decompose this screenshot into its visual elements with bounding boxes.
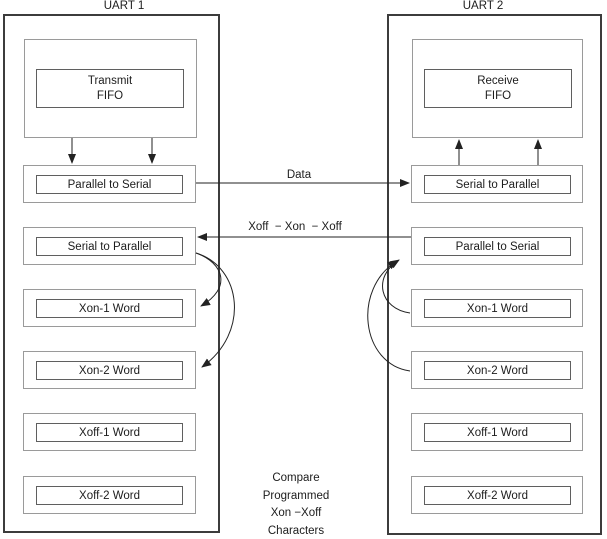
uart1-parallel-to-serial-label: Parallel to Serial — [67, 178, 152, 191]
uart2-xoff1-word-box: Xoff-1 Word — [424, 423, 571, 442]
uart2-xon2-word-box: Xon-2 Word — [424, 361, 571, 380]
uart2-fifo-label-line1: Receive — [477, 74, 519, 87]
uart1-title: UART 1 — [103, 0, 145, 12]
uart2-xon1-word-block: Xon-1 Word — [411, 289, 583, 327]
data-line-label: Data — [286, 169, 312, 181]
uart1-xoff2-word-label: Xoff-2 Word — [79, 489, 140, 502]
uart1-xoff1-word-box: Xoff-1 Word — [36, 423, 183, 442]
uart2-serial-to-parallel-label: Serial to Parallel — [455, 178, 540, 191]
uart1-xoff1-word-label: Xoff-1 Word — [79, 426, 140, 439]
compare-note-line3: Xon −Xoff — [270, 507, 322, 520]
uart2-xoff1-word-block: Xoff-1 Word — [411, 413, 583, 451]
uart2-xon2-word-block: Xon-2 Word — [411, 351, 583, 389]
uart1-fifo-label-line1: Transmit — [87, 74, 133, 87]
uart1-xoff1-word-block: Xoff-1 Word — [23, 413, 196, 451]
compare-note-line2: Programmed — [262, 489, 330, 502]
uart2-xoff2-word-box: Xoff-2 Word — [424, 486, 571, 505]
uart2-receive-fifo-box: Receive FIFO — [424, 69, 572, 108]
uart2-title: UART 2 — [462, 0, 504, 12]
uart2-serial-to-parallel-box: Serial to Parallel — [424, 175, 571, 194]
flow-control-line-label: Xoff − Xon − Xoff — [248, 221, 342, 233]
uart1-parallel-to-serial-box: Parallel to Serial — [36, 175, 183, 194]
uart2-xoff2-word-block: Xoff-2 Word — [411, 476, 583, 514]
uart2-xoff1-word-label: Xoff-1 Word — [467, 426, 528, 439]
compare-note-line4: Characters — [267, 524, 325, 537]
uart1-xon1-word-label: Xon-1 Word — [78, 302, 141, 315]
compare-note-line1: Compare — [272, 472, 320, 484]
uart2-parallel-to-serial-block: Parallel to Serial — [411, 227, 583, 265]
uart1-transmit-fifo-box: Transmit FIFO — [36, 69, 184, 108]
uart2-fifo-label-line2: FIFO — [484, 89, 512, 102]
uart1-serial-to-parallel-block: Serial to Parallel — [23, 227, 196, 265]
uart2-fifo-container: Receive FIFO — [412, 39, 583, 138]
uart2-parallel-to-serial-label: Parallel to Serial — [455, 240, 540, 253]
uart2-serial-to-parallel-block: Serial to Parallel — [411, 165, 583, 203]
uart1-xon1-word-box: Xon-1 Word — [36, 299, 183, 318]
uart1-xoff2-word-block: Xoff-2 Word — [23, 476, 196, 514]
uart1-parallel-to-serial-block: Parallel to Serial — [23, 165, 196, 203]
uart1-xon1-word-block: Xon-1 Word — [23, 289, 196, 327]
compare-note: Compare Programmed Xon −Xoff Characters — [246, 470, 346, 539]
uart2-xon1-word-label: Xon-1 Word — [466, 302, 529, 315]
uart1-xon2-word-label: Xon-2 Word — [78, 364, 141, 377]
uart1-xon2-word-block: Xon-2 Word — [23, 351, 196, 389]
uart1-fifo-label-line2: FIFO — [96, 89, 124, 102]
uart2-xon2-word-label: Xon-2 Word — [466, 364, 529, 377]
uart2-xoff2-word-label: Xoff-2 Word — [467, 489, 528, 502]
uart2-xon1-word-box: Xon-1 Word — [424, 299, 571, 318]
uart1-xon2-word-box: Xon-2 Word — [36, 361, 183, 380]
uart1-xoff2-word-box: Xoff-2 Word — [36, 486, 183, 505]
uart1-fifo-container: Transmit FIFO — [24, 39, 197, 138]
uart1-serial-to-parallel-label: Serial to Parallel — [67, 240, 152, 253]
uart2-parallel-to-serial-box: Parallel to Serial — [424, 237, 571, 256]
uart1-serial-to-parallel-box: Serial to Parallel — [36, 237, 183, 256]
